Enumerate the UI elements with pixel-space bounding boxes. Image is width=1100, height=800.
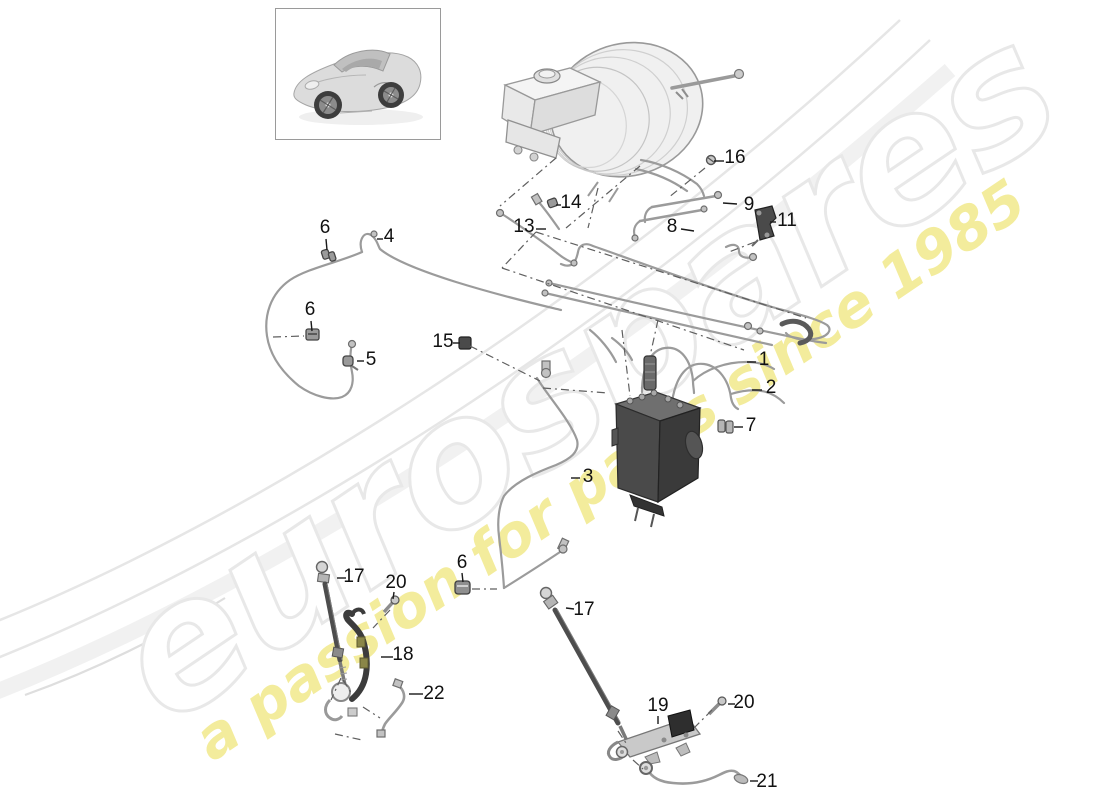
construction-line: [565, 165, 641, 229]
brake-hose-front-left: [315, 560, 348, 686]
construction-line: [469, 345, 541, 382]
brake-hose-front-right: [539, 586, 629, 742]
car-illustration: [293, 49, 423, 125]
clip-14: [546, 197, 559, 209]
pipe-22: [380, 683, 406, 736]
construction-line: [334, 733, 363, 741]
brake-line-4: [359, 232, 563, 312]
brake-line-bundle-b: [547, 281, 828, 345]
construction-line: [362, 706, 381, 719]
construction-line: [542, 387, 609, 394]
clip-5: [342, 355, 354, 367]
construction-line: [330, 677, 342, 701]
clip-15: [458, 336, 472, 350]
pipe-21-fittings: [639, 761, 749, 785]
bracket-11: [751, 205, 777, 247]
construction-line: [272, 335, 305, 338]
brake-line-top-right-b: [634, 167, 689, 193]
vehicle-thumbnail[interactable]: [275, 8, 441, 140]
construction-line: [372, 609, 391, 629]
pipe-9: [650, 194, 718, 209]
abs-hydraulic-unit: [611, 355, 704, 528]
callout-leader-20: [392, 591, 395, 600]
construction-line: [342, 679, 353, 695]
callout-leader-17: [565, 607, 575, 610]
brake-line-front-loop: [265, 250, 364, 400]
construction-line: [501, 231, 537, 269]
construction-line: [587, 187, 599, 229]
construction-line: [693, 709, 713, 729]
clip-7: [717, 419, 726, 433]
callout-leader-6: [310, 320, 313, 332]
bracket-18: [324, 607, 370, 722]
callout-leader-8: [680, 228, 695, 232]
construction-line: [535, 231, 807, 319]
construction-line: [501, 267, 745, 351]
clip-6-bottom: [454, 580, 471, 595]
pipe-8: [638, 208, 704, 223]
pipe-2: [729, 389, 786, 405]
callout-leader-9: [722, 202, 738, 205]
pipe-8-z: [724, 243, 755, 259]
push-rod: [670, 68, 745, 100]
construction-line: [632, 759, 644, 770]
clips-and-fasteners: [305, 154, 777, 595]
line-fittings: [347, 190, 764, 738]
brake-line-bundle-c: [543, 291, 774, 347]
pipe-2-bend: [670, 362, 740, 411]
brake-lines: [265, 158, 831, 785]
construction-line: [617, 730, 629, 747]
callout-leader-6: [461, 572, 464, 583]
leader-lines: [272, 157, 807, 782]
construction-line: [667, 167, 706, 199]
brake-line-13: [500, 212, 576, 265]
construction-line: [499, 157, 557, 207]
construction-line: [649, 319, 659, 357]
construction-line: [728, 241, 756, 253]
bolt-20-right: [707, 696, 727, 716]
construction-line: [621, 329, 631, 397]
bracket-19: [606, 709, 702, 765]
pipe-21: [646, 768, 746, 785]
bolt-20-left: [382, 595, 400, 614]
callout-leader-6: [325, 238, 328, 251]
brake-line-top-right-a: [639, 158, 706, 198]
brake-line-bundle-a: [559, 243, 831, 341]
brake-line-3: [497, 376, 579, 590]
pipe-1: [691, 360, 776, 383]
